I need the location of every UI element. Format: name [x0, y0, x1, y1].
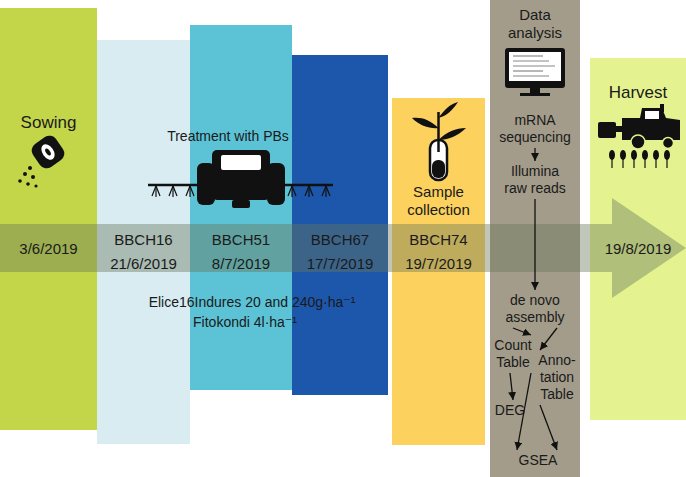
step-label: Count Table: [491, 337, 535, 371]
analysis-step: mRNA sequencing: [492, 112, 578, 146]
flow-arrow: [540, 405, 557, 450]
stage-heading: Data analysis: [495, 6, 575, 42]
timeline-arrow: [0, 198, 686, 298]
analysis-step: de novo assembly: [500, 292, 570, 326]
step-label: de novo assembly: [500, 292, 570, 326]
analysis-step: Anno- tation Table: [536, 352, 578, 403]
step-label: Anno- tation Table: [536, 352, 578, 403]
flow-arrow: [510, 373, 513, 400]
tractor-icon: [148, 150, 333, 208]
step-label: GSEA: [513, 452, 563, 469]
flow-arrow: [517, 373, 531, 450]
stage-heading: Harvest: [595, 83, 681, 103]
stage-band: Harvest 19/8/2019: [590, 58, 686, 420]
seed-dots: [18, 166, 37, 188]
analysis-step: GSEA: [513, 452, 563, 469]
flow-arrow: [513, 328, 531, 335]
seed-icon: [29, 133, 68, 172]
step-label: DEG: [490, 402, 530, 419]
date-label: 19/8/2019: [595, 239, 681, 259]
dose-note: Elice16Indures 20 and 240g·ha⁻¹: [112, 293, 392, 311]
harvester-icon: [598, 104, 680, 168]
computer-icon: [505, 48, 565, 96]
stage-band: Sowing 3/6/2019: [0, 8, 97, 430]
sample-tube-icon: [412, 102, 466, 180]
analysis-step: DEG: [490, 402, 530, 419]
analysis-step: Count Table: [491, 337, 535, 371]
stage-heading: Sowing: [5, 113, 92, 133]
flow-arrow: [534, 199, 535, 290]
step-label: mRNA sequencing: [492, 112, 578, 146]
stage-heading: Sample collection: [397, 183, 480, 219]
date-label: BBCH74 19/7/2019: [397, 228, 480, 276]
date-label: BBCH67 17/7/2019: [300, 228, 380, 276]
date-label: BBCH16 21/6/2019: [105, 228, 182, 276]
analysis-step: Illumina raw reads: [500, 163, 570, 197]
step-label: Illumina raw reads: [500, 163, 570, 197]
stage-heading: Treatment with PBs: [135, 127, 321, 145]
stage-band: BBCH16 21/6/2019: [97, 40, 190, 444]
flow-arrow: [534, 148, 535, 161]
date-label: BBCH51 8/7/2019: [200, 228, 282, 276]
flow-arrow: [540, 328, 557, 350]
date-label: 3/6/2019: [5, 239, 92, 259]
dose-note: Fitokondi 4l·ha⁻¹: [150, 313, 340, 331]
